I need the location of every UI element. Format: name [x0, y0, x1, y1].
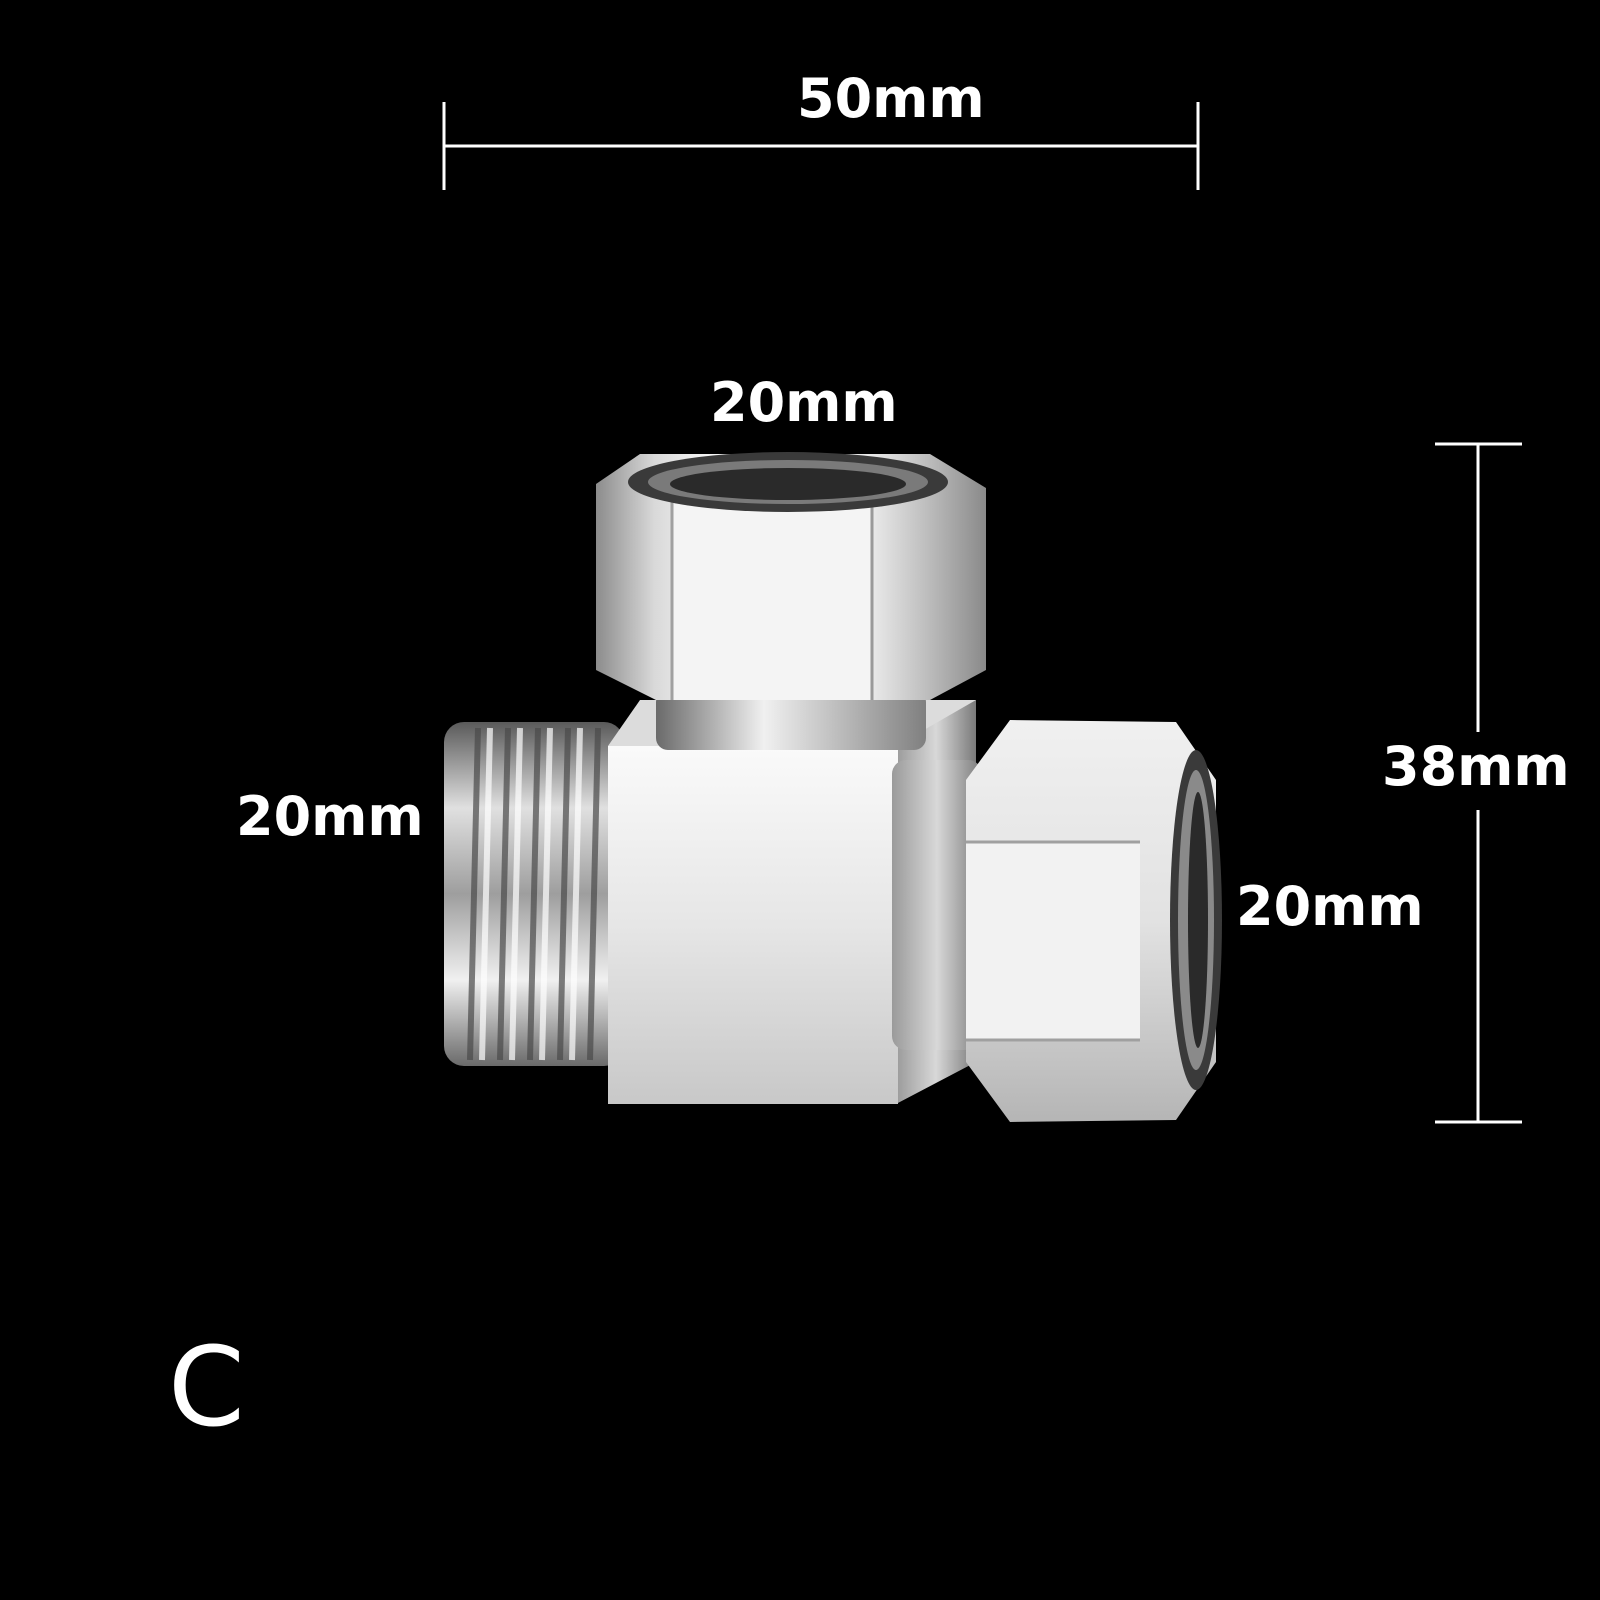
left-port-size-label: 20mm — [236, 785, 424, 848]
top-port-size-label: 20mm — [710, 371, 898, 434]
left-threaded-port — [444, 722, 624, 1066]
variant-label: C — [168, 1323, 245, 1451]
overall-width-label: 50mm — [797, 67, 985, 130]
right-port — [892, 720, 1222, 1122]
right-port-size-label: 20mm — [1236, 875, 1424, 938]
top-port — [596, 452, 986, 750]
overall-height-label: 38mm — [1382, 735, 1570, 798]
